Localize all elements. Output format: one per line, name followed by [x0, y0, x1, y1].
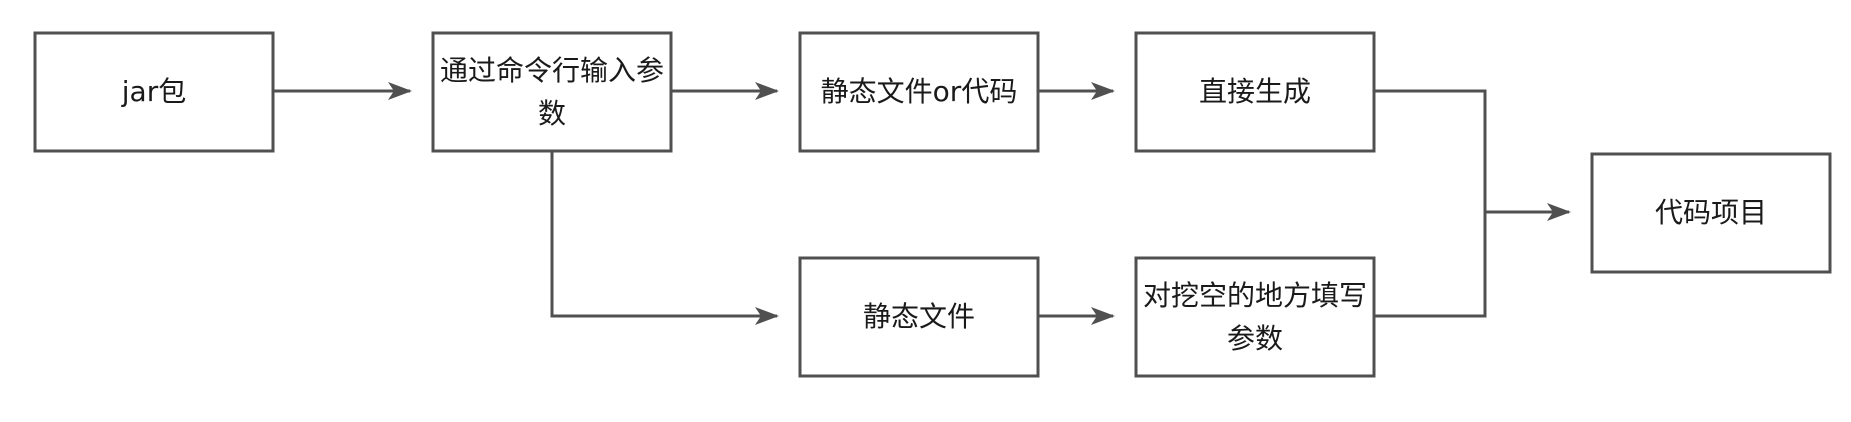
node-label-code-project: 代码项目: [1654, 196, 1767, 230]
node-box-code-project: [1590, 152, 1832, 274]
node-box-static-or-code: [798, 31, 1040, 153]
node-label-jar: jar包: [121, 75, 187, 109]
node-box-fill-params: [1134, 256, 1376, 378]
node-label-cli-params: 通过命令行输入参数: [439, 53, 664, 130]
node-label-direct-generate: 直接生成: [1198, 75, 1311, 109]
edge-cli-params-to-static-file: [550, 151, 779, 325]
node-label-fill-params: 对挖空的地方填写参数: [1142, 278, 1367, 355]
edge-direct-generate-to-junction: [1374, 89, 1487, 318]
node-box-jar: [33, 31, 275, 153]
node-box-cli-params: [431, 31, 673, 153]
node-box-static-file: [798, 256, 1040, 378]
node-label-static-or-code: 静态文件or代码: [820, 75, 1018, 109]
node-label-static-file: 静态文件: [862, 300, 975, 334]
